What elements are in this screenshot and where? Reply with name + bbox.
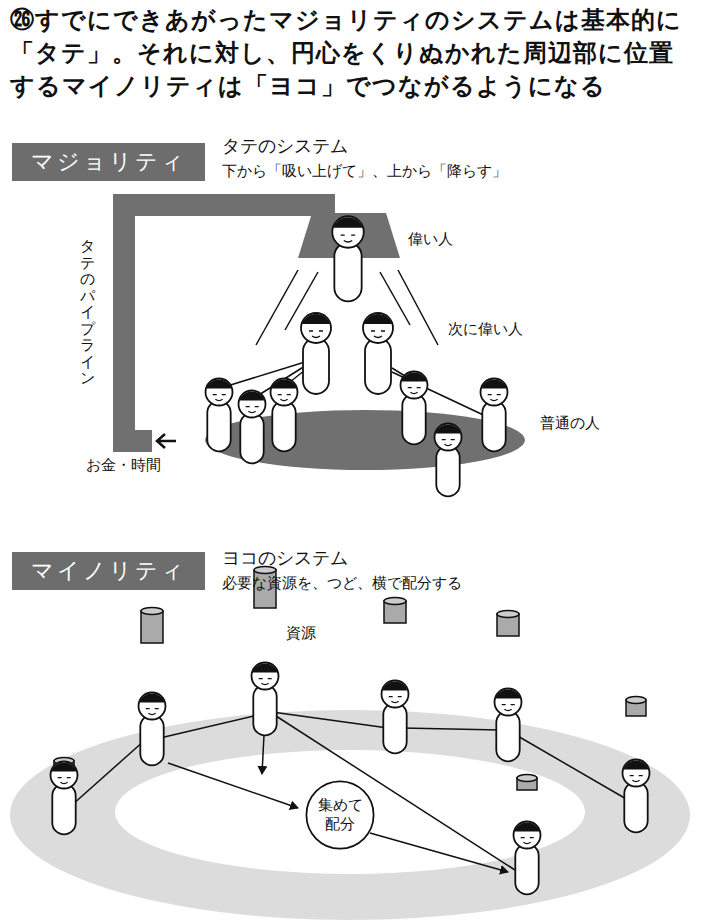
person-figure <box>301 313 331 394</box>
heading-band: マイノリティ <box>12 552 205 590</box>
label-text: 次に偉い人 <box>448 320 523 339</box>
node-text: マイノリティ <box>31 556 187 586</box>
person-figure <box>514 822 541 895</box>
label-text: 必要な資源を、つど、横で配分する <box>222 574 462 593</box>
person-figure <box>495 689 522 762</box>
label-text: 偉い人 <box>408 230 453 249</box>
person-figure <box>363 313 393 394</box>
person-figure <box>271 379 298 452</box>
ground-ellipse <box>205 410 525 470</box>
label-text: ヨコのシステム <box>222 546 348 570</box>
resource-can <box>141 608 163 644</box>
flow-arrow <box>157 434 176 448</box>
person-figure <box>51 762 78 835</box>
person-figure <box>382 681 409 754</box>
person-figure <box>139 693 166 766</box>
label-text: 資源 <box>286 624 316 643</box>
person-figure <box>623 760 650 833</box>
person-figure <box>332 216 364 301</box>
label-text: お金・時間 <box>86 456 161 475</box>
person-figure <box>206 379 233 452</box>
person-figure <box>401 372 428 445</box>
title-text: ㉖すでにできあがったマジョリティのシステムは基本的に「タテ」。それに対し、円心を… <box>10 4 694 103</box>
person-figure <box>252 663 279 736</box>
resource-can <box>384 598 406 624</box>
person-figure <box>435 424 462 497</box>
person-figure <box>239 391 266 464</box>
resource-can <box>517 775 537 791</box>
links <box>72 712 628 872</box>
process-circle: 集めて 配分 <box>305 780 375 850</box>
resource-can <box>626 697 646 717</box>
ring <box>10 710 690 920</box>
vertical-label: タテのパイプライン <box>80 238 95 387</box>
heading-band: マジョリティ <box>12 143 205 181</box>
label-text: タテのシステム <box>222 134 348 158</box>
resource-can <box>497 611 519 637</box>
node-text: 集めて 配分 <box>316 796 364 835</box>
person-figure <box>481 379 508 452</box>
label-text: 下から「吸い上げて」、上から「降らす」 <box>222 162 507 181</box>
node-text: マジョリティ <box>31 147 187 177</box>
pipeline <box>124 205 335 441</box>
label-text: 普通の人 <box>540 414 600 433</box>
